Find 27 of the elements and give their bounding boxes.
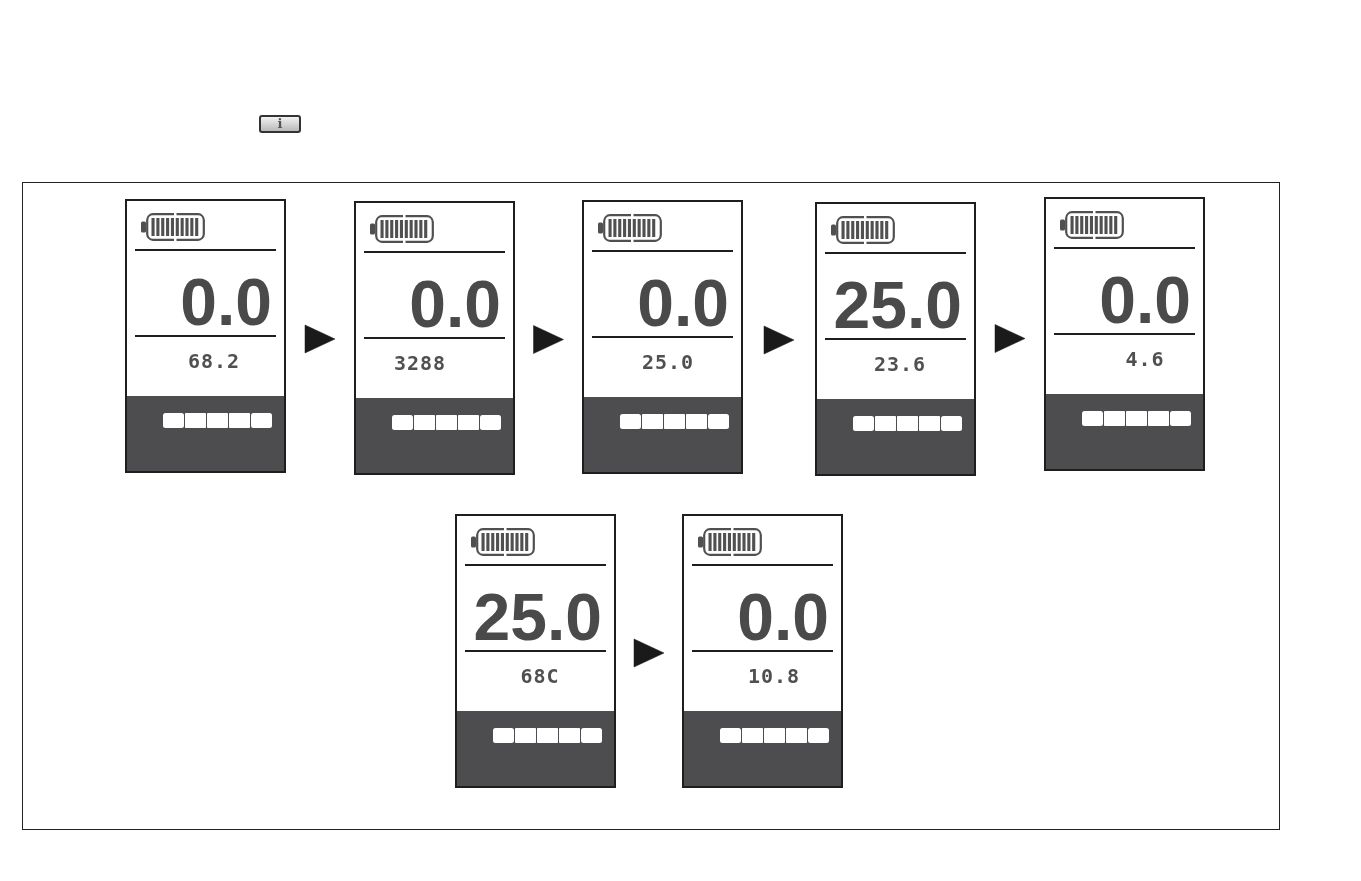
arrow — [763, 325, 795, 355]
value-reading: 25.0 — [641, 351, 695, 373]
arrow — [533, 325, 564, 354]
speed-reading: 0.0 — [737, 584, 829, 650]
value-reading: 68C — [520, 665, 560, 687]
speed-reading: 0.0 — [637, 270, 729, 336]
speed-reading: 0.0 — [409, 271, 501, 337]
arrow — [304, 324, 336, 354]
arrow — [994, 324, 1026, 353]
lcd-display — [815, 202, 976, 476]
speed-reading: 0.0 — [180, 269, 272, 335]
speed-reading: 0.0 — [1099, 267, 1191, 333]
arrow — [633, 638, 665, 668]
speed-reading: 25.0 — [473, 584, 602, 650]
value-reading: 68.2 — [187, 350, 241, 372]
info-key: i — [259, 115, 301, 133]
lcd-display — [682, 514, 843, 788]
lcd-display — [1044, 197, 1205, 471]
value-reading: 4.6 — [1125, 348, 1165, 370]
lcd-display — [582, 200, 743, 474]
lcd-display — [455, 514, 616, 788]
lcd-display — [354, 201, 515, 475]
lcd-display — [125, 199, 286, 473]
speed-reading: 25.0 — [833, 272, 962, 338]
value-reading: 10.8 — [747, 665, 801, 687]
value-reading: 3288 — [393, 352, 447, 374]
value-reading: 23.6 — [873, 353, 927, 375]
